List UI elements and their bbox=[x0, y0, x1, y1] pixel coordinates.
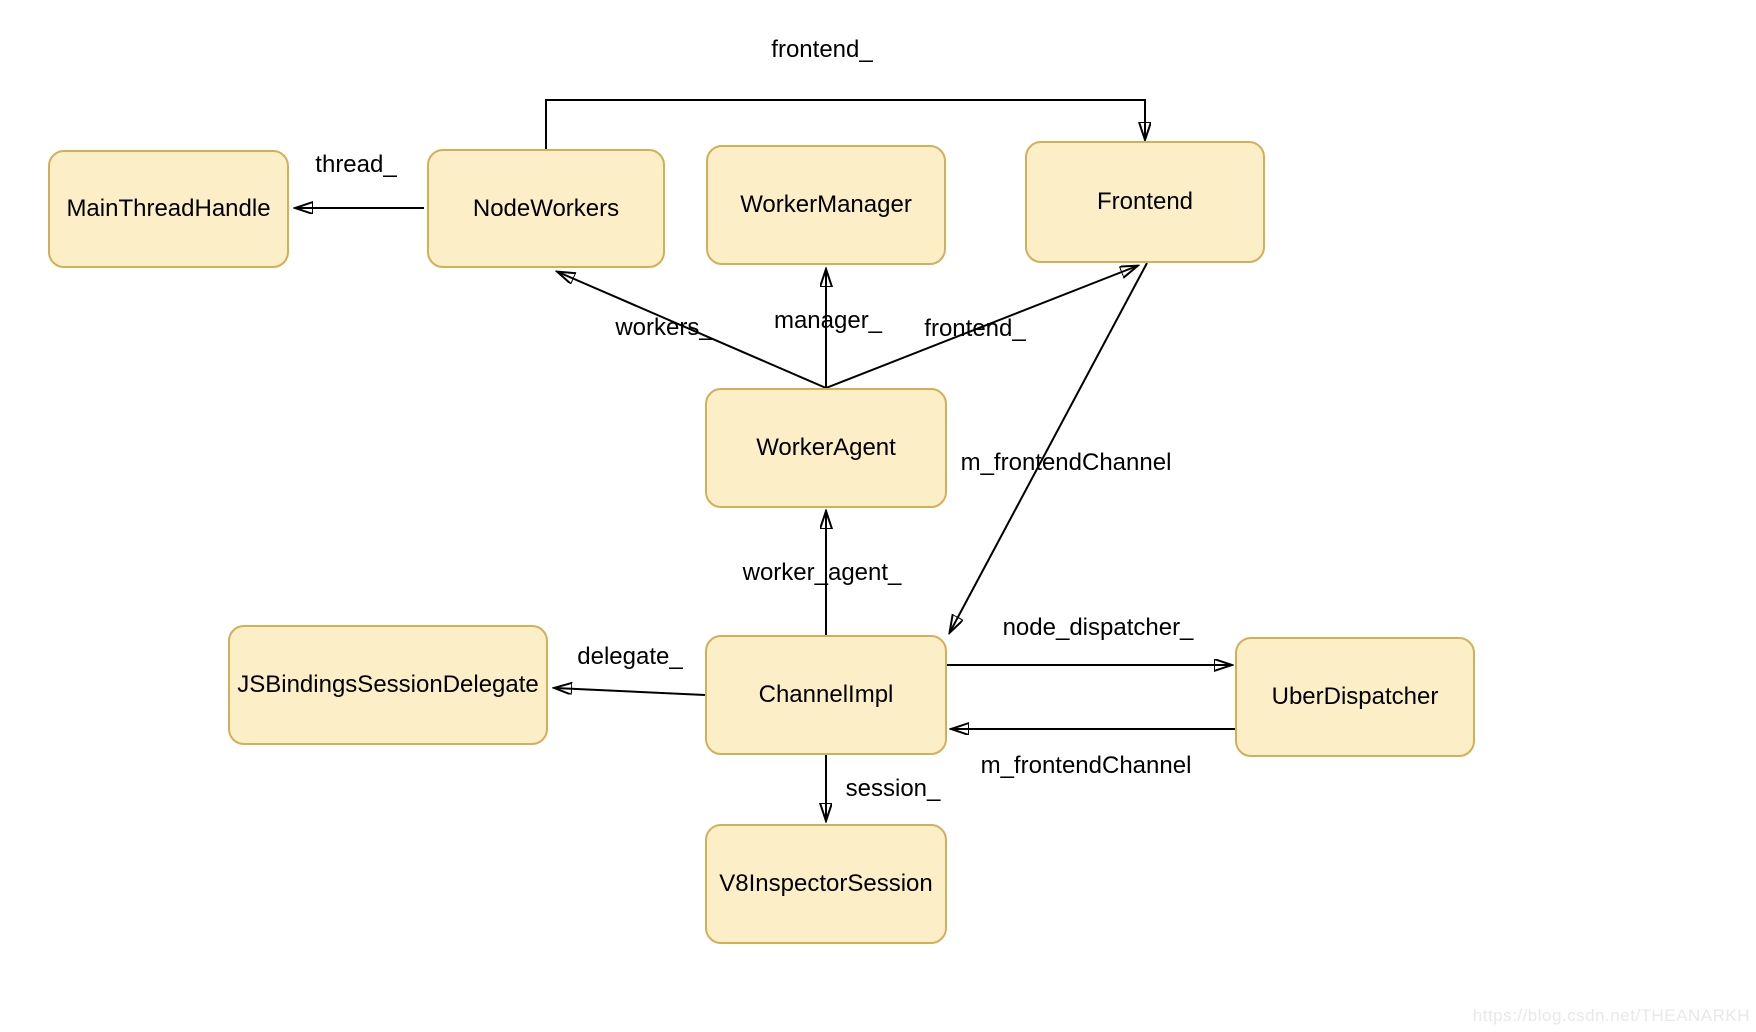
node-jsbindings-session-delegate[interactable]: JSBindingsSessionDelegate bbox=[228, 625, 548, 745]
node-frontend[interactable]: Frontend bbox=[1025, 141, 1265, 263]
edge-label-workers[interactable]: workers_ bbox=[615, 314, 713, 341]
edge-label-m-frontend-channel-lower[interactable]: m_frontendChannel bbox=[980, 752, 1192, 779]
edge-workers-line bbox=[558, 272, 827, 389]
edge-label-manager[interactable]: manager_ bbox=[773, 307, 883, 334]
edge-frontend-top-line bbox=[545, 99, 1145, 149]
node-worker-agent[interactable]: WorkerAgent bbox=[705, 388, 947, 508]
edge-label-session[interactable]: session_ bbox=[845, 775, 941, 802]
edge-delegate-line bbox=[555, 688, 706, 696]
watermark-text: https://blog.csdn.net/THEANARKH bbox=[1472, 1006, 1750, 1025]
edge-label-frontend-top[interactable]: frontend_ bbox=[771, 36, 873, 63]
edge-label-node-dispatcher[interactable]: node_dispatcher_ bbox=[1002, 614, 1194, 641]
node-v8-inspector-session[interactable]: V8InspectorSession bbox=[705, 824, 947, 944]
node-worker-manager[interactable]: WorkerManager bbox=[706, 145, 946, 265]
edge-frontend-mid-line bbox=[825, 266, 1137, 389]
edge-label-frontend-mid[interactable]: frontend_ bbox=[924, 315, 1026, 342]
edge-m-frontend-channel-upper-line bbox=[950, 262, 1148, 632]
node-channel-impl[interactable]: ChannelImpl bbox=[705, 635, 947, 755]
edge-label-delegate[interactable]: delegate_ bbox=[577, 643, 683, 670]
edge-label-m-frontend-channel-upper[interactable]: m_frontendChannel bbox=[960, 449, 1172, 476]
node-node-workers[interactable]: NodeWorkers bbox=[427, 149, 665, 268]
edge-label-thread[interactable]: thread_ bbox=[315, 151, 397, 178]
edge-label-worker-agent[interactable]: worker_agent_ bbox=[742, 559, 902, 586]
node-uber-dispatcher[interactable]: UberDispatcher bbox=[1235, 637, 1475, 757]
node-main-thread-handle[interactable]: MainThreadHandle bbox=[48, 150, 289, 268]
